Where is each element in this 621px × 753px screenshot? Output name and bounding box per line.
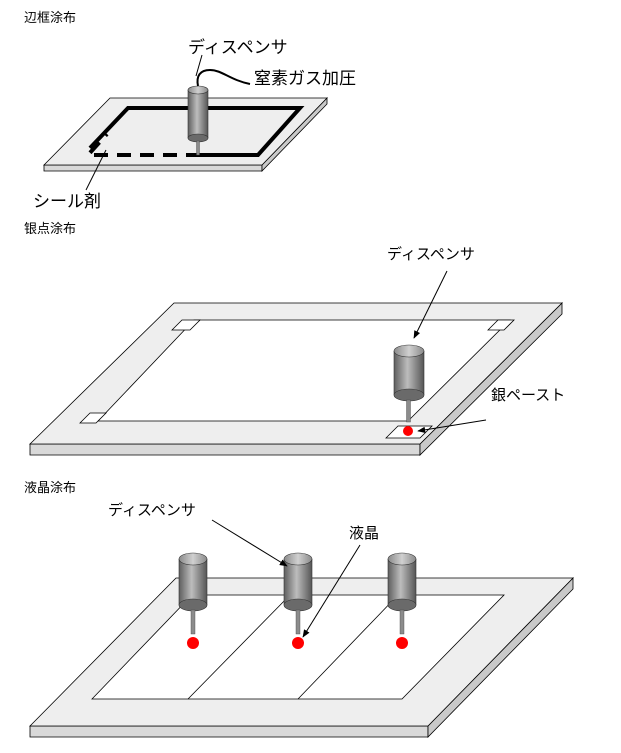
dispenser-3a-cap bbox=[178, 552, 208, 566]
panel-3-side bbox=[29, 725, 429, 738]
dispenser-1-body bbox=[187, 89, 209, 139]
label-dispenser-2: ディスペンサ bbox=[387, 245, 475, 263]
lc-drop-2 bbox=[292, 637, 304, 649]
dispenser-leader-1 bbox=[195, 54, 203, 77]
dispenser-3c-bottom bbox=[387, 598, 417, 612]
panel-1-side bbox=[43, 164, 263, 172]
silver-pad-top-right bbox=[487, 319, 515, 331]
dispenser-3b-bottom bbox=[283, 598, 313, 612]
section-1-title: 辺框涂布 bbox=[24, 10, 76, 26]
sealant-leader bbox=[85, 149, 107, 191]
label-dispenser-1: ディスペンサ bbox=[188, 37, 288, 58]
label-liquid-crystal: 液晶 bbox=[349, 524, 379, 542]
dispenser-3c-cap bbox=[387, 552, 417, 566]
sealant-line-solid bbox=[88, 106, 305, 157]
section-2-title: 银点涂布 bbox=[24, 221, 76, 237]
label-sealant: シール剤 bbox=[33, 192, 101, 212]
lc-drop-1 bbox=[187, 637, 199, 649]
dispenser-2-cap bbox=[393, 344, 425, 358]
dispenser-3b-body bbox=[283, 558, 313, 606]
dispenser-2-needle bbox=[406, 399, 411, 423]
dispenser-3a bbox=[178, 552, 208, 649]
dispenser-3a-bottom bbox=[178, 598, 208, 612]
section-3-title: 液晶涂布 bbox=[24, 480, 76, 496]
label-dispenser-3: ディスペンサ bbox=[108, 501, 196, 519]
dispenser-3b-cap bbox=[283, 552, 313, 566]
section-1-frame-coating: 辺框涂布 ディスペンサ 窒素ガス加圧 シール剤 bbox=[24, 10, 356, 212]
label-silver-paste: 銀ペースト bbox=[491, 386, 565, 404]
silver-paste-drop bbox=[403, 426, 413, 436]
gas-hose bbox=[196, 68, 251, 87]
lc-drop-3 bbox=[396, 637, 408, 649]
dispenser-3c-needle bbox=[399, 609, 405, 635]
dispenser-2-body bbox=[393, 350, 425, 396]
dispenser-3a-body bbox=[178, 558, 208, 606]
silver-pad-top-left bbox=[171, 319, 201, 331]
panel-1-top bbox=[43, 97, 328, 166]
dispenser-3c bbox=[387, 552, 417, 649]
panel-1 bbox=[43, 97, 328, 172]
dispenser-2-bottom bbox=[393, 388, 425, 402]
dispenser-3a-needle bbox=[190, 609, 196, 635]
silver-paste-arrow bbox=[417, 419, 487, 434]
dispenser-1-cap bbox=[187, 85, 209, 95]
silver-pad-bottom-left bbox=[79, 412, 107, 424]
panel-2 bbox=[29, 302, 563, 456]
liquid-crystal-arrow bbox=[302, 544, 361, 638]
dispenser-3-arrow bbox=[211, 519, 288, 567]
dispenser-3b-needle bbox=[295, 609, 301, 635]
label-nitrogen-gas: 窒素ガス加圧 bbox=[254, 69, 356, 89]
panel-2-side bbox=[29, 443, 421, 456]
dispenser-2-arrow bbox=[413, 270, 448, 339]
lc-divider-2 bbox=[297, 594, 399, 700]
dispenser-3b bbox=[283, 552, 313, 649]
dispenser-3c-body bbox=[387, 558, 417, 606]
dispenser-1-needle bbox=[196, 140, 200, 156]
section-3-liquid-crystal-coating: 液晶涂布 bbox=[24, 480, 574, 738]
section-2-silver-dot-coating: 银点涂布 ディスペンサ 銀ペースト bbox=[24, 221, 565, 456]
dispenser-2 bbox=[393, 344, 425, 436]
lc-divider-1 bbox=[187, 594, 291, 700]
